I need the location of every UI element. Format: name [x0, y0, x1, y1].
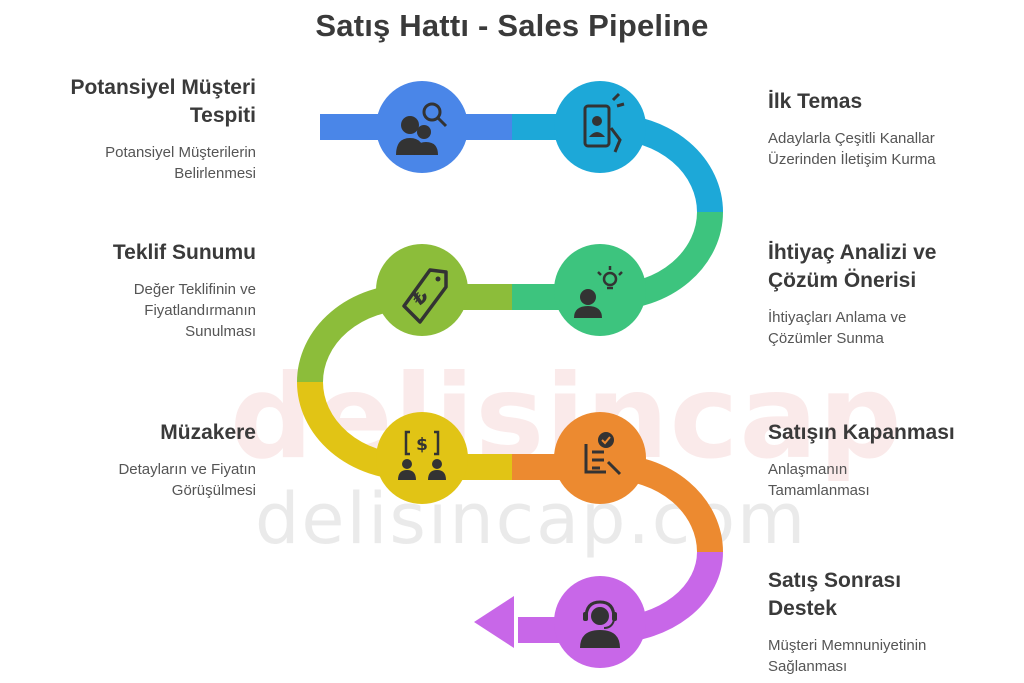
step-1-description: Potansiyel Müşterilerin Belirlenmesi: [105, 144, 256, 182]
dollar-symbol: $: [416, 435, 428, 455]
step-5-circle: [376, 412, 468, 504]
step-4-title: Teklif Sunumu: [112, 241, 256, 264]
support-agent-icon: [580, 600, 620, 648]
page-title: Satış Hattı - Sales Pipeline: [315, 8, 709, 43]
step-5-text: Müzakere Detayların ve Fiyatın Görüşülme…: [26, 419, 256, 501]
step-1-title: Potansiyel Müşteri Tespiti: [70, 76, 256, 127]
step-6-circle: [554, 412, 646, 504]
step-2-text: İlk Temas Adaylarla Çeşitli Kanallar Üze…: [768, 88, 998, 170]
step-5-title: Müzakere: [160, 421, 256, 444]
negotiation-icon: $: [398, 430, 446, 480]
step-6-title: Satışın Kapanması: [768, 421, 955, 444]
step-2-description: Adaylarla Çeşitli Kanallar Üzerinden İle…: [768, 130, 936, 168]
step-5-description: Detayların ve Fiyatın Görüşülmesi: [118, 461, 256, 499]
step-4-circle: [376, 244, 468, 336]
step-4-text: Teklif Sunumu Değer Teklifinin ve Fiyatl…: [26, 239, 256, 342]
idea-person-icon: [574, 266, 623, 318]
step-6-text: Satışın Kapanması Anlaşmanın Tamamlanmas…: [768, 419, 998, 501]
step-1-text: Potansiyel Müşteri Tespiti Potansiyel Mü…: [26, 74, 256, 184]
step-7-text: Satış Sonrası Destek Müşteri Memnuniyeti…: [768, 567, 998, 677]
step-3-circle: [554, 244, 646, 336]
phone-contact-icon: [583, 92, 625, 153]
step-3-title: İhtiyaç Analizi ve Çözüm Önerisi: [768, 241, 937, 292]
step-6-description: Anlaşmanın Tamamlanması: [768, 461, 870, 499]
prospect-search-icon: [396, 102, 448, 155]
step-7-title: Satış Sonrası Destek: [768, 569, 902, 620]
step-3-description: İhtiyaçları Anlama ve Çözümler Sunma: [768, 309, 907, 347]
step-3-text: İhtiyaç Analizi ve Çözüm Önerisi İhtiyaç…: [768, 239, 998, 349]
pipeline-arrowhead: [474, 596, 514, 648]
step-7-description: Müşteri Memnuniyetinin Sağlanması: [768, 637, 927, 675]
step-2-title: İlk Temas: [768, 90, 863, 113]
signed-contract-icon: [584, 432, 622, 476]
step-4-description: Değer Teklifinin ve Fiyatlandırmanın Sun…: [133, 281, 256, 340]
step-2-circle: [554, 81, 646, 173]
